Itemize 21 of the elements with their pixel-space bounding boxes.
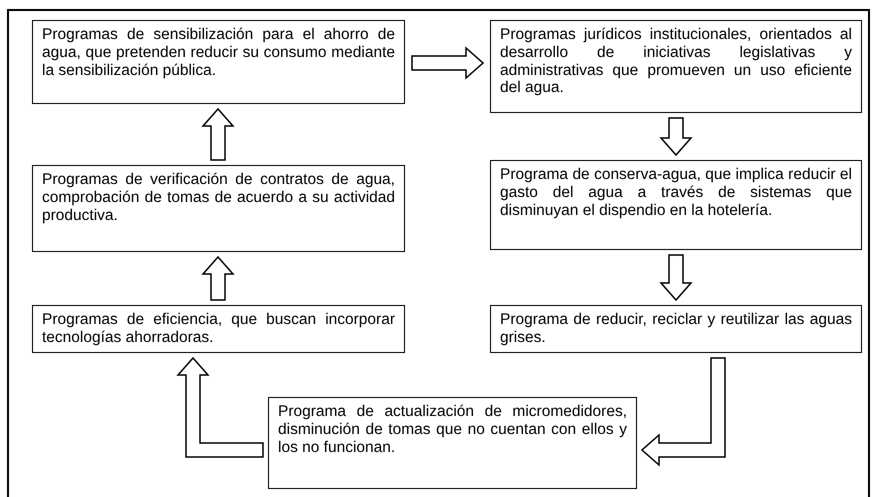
process-box (32, 165, 405, 252)
block-arrow (176, 356, 264, 458)
box-text: Programas de eficiencia, que buscan incorporar tecnologías ahorradoras. (42, 311, 395, 347)
box-text: Programas de verificación de contratos de agua, comprobación de tomas de acuerdo a su actividad productiva. (42, 171, 395, 224)
process-box (490, 305, 862, 353)
block-arrow (640, 357, 726, 467)
block-arrow (411, 46, 484, 80)
block-arrow (201, 108, 235, 161)
block-arrow (201, 256, 235, 301)
process-box (490, 20, 862, 113)
process-box (268, 397, 637, 489)
box-text: Programa de conserva-agua, que implica reducir el gasto del agua a través de sistemas que disminuyan el dispendio en la hotelería. (500, 166, 852, 220)
block-arrow (659, 117, 693, 156)
process-box (32, 20, 405, 104)
box-text: Programa de actualización de micromedidores, disminución de tomas que no cuentan con ellos y los no funcionan. (278, 403, 627, 456)
process-box (32, 305, 405, 353)
box-text: Programas de sensibilización para el ahorro de agua, que pretenden reducir su consumo mediante la sensibilización pública. (42, 26, 395, 80)
block-arrow (659, 254, 693, 302)
box-text: Programa de reducir, reciclar y reutilizar las aguas grises. (500, 311, 852, 347)
box-text: Programas jurídicos institucionales, orientados al desarrollo de iniciativas legislativas y administrativas que promueven un uso eficiente del agua. (500, 26, 852, 98)
process-box (490, 160, 862, 250)
